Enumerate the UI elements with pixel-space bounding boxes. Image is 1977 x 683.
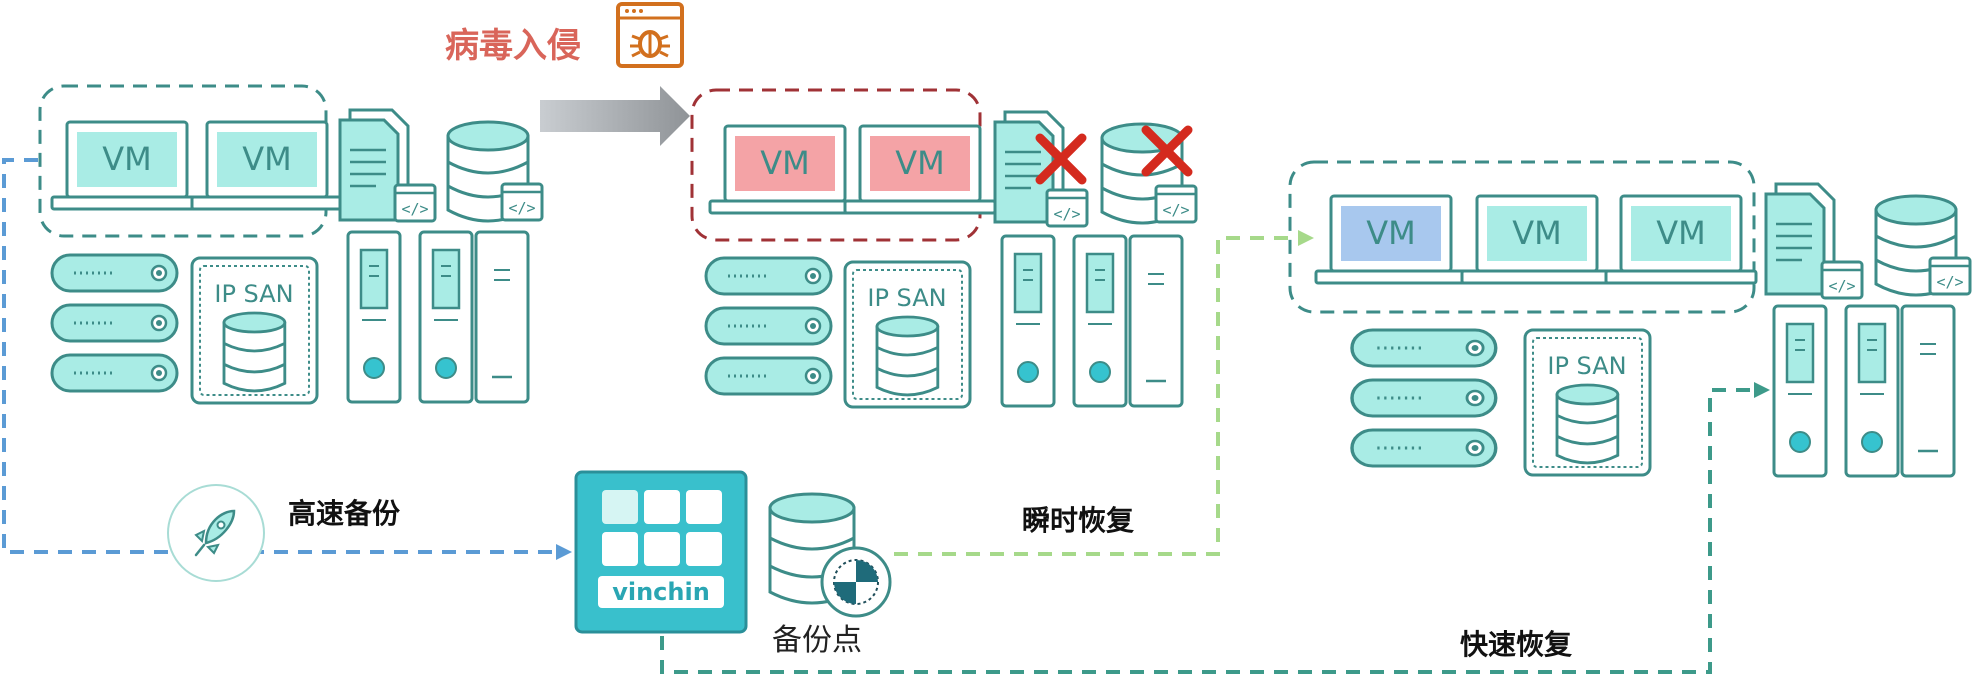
vm-label: VM <box>102 140 152 178</box>
restored-vm-frame <box>1288 160 1756 314</box>
vm-label: VM <box>895 144 945 182</box>
tower-servers <box>346 230 530 404</box>
backup-label: 高速备份 <box>288 497 400 530</box>
fast-recovery-flow: 快速恢复 <box>660 382 1770 674</box>
instant-recovery-label: 瞬时恢复 <box>1022 504 1134 537</box>
fast-recovery-label: 快速恢复 <box>1460 628 1572 661</box>
rocket-icon <box>167 484 265 582</box>
group-restored: VM VM VM IP SAN <box>1288 160 1972 478</box>
ip-san-label: IP SAN <box>867 284 946 312</box>
vm-label: VM <box>760 144 810 182</box>
document-code-icon <box>338 108 437 223</box>
vm-laptop: VM <box>50 120 204 211</box>
tower-servers <box>1000 234 1184 408</box>
ip-san: IP SAN <box>190 256 319 405</box>
ip-san: IP SAN <box>1523 328 1652 477</box>
tower-servers <box>1772 304 1956 478</box>
vinchin-logo: vinchin <box>612 578 710 606</box>
document-code-icon <box>1764 182 1864 300</box>
rack-server <box>704 256 833 396</box>
vm-laptop-infected: VM <box>708 124 862 215</box>
backup-flow: 高速备份 <box>2 158 572 582</box>
database-code-icon <box>1874 194 1972 297</box>
rack-server <box>1350 328 1498 468</box>
vinchin-appliance: vinchin <box>574 470 748 634</box>
vm-laptop: VM <box>1460 194 1614 285</box>
backup-point-label: 备份点 <box>772 623 862 658</box>
ip-san-label: IP SAN <box>1547 352 1626 380</box>
bug-window-icon <box>616 2 684 68</box>
backup-point: 备份点 <box>768 492 892 658</box>
vm-laptop: VM <box>1604 194 1758 285</box>
vm-label: VM <box>242 140 292 178</box>
instant-recovery-flow: 瞬时恢复 <box>894 230 1314 556</box>
ip-san-label: IP SAN <box>214 280 293 308</box>
database-code-icon <box>446 120 544 223</box>
vm-laptop-infected: VM <box>843 124 997 215</box>
ip-san: IP SAN <box>843 260 972 409</box>
shield-disk-icon <box>820 546 892 618</box>
group-infected: VM VM IP SAN <box>690 88 1198 409</box>
vm-laptop-restored: VM <box>1314 194 1468 285</box>
virus-label: 病毒入侵 <box>445 26 581 66</box>
rack-server <box>50 253 179 393</box>
vm-laptop: VM <box>190 120 344 211</box>
attack-arrow <box>540 86 690 146</box>
vm-label: VM <box>1656 214 1706 252</box>
group-original: VM VM IP SAN <box>38 84 544 405</box>
vm-label: VM <box>1366 214 1416 252</box>
virus-attack: 病毒入侵 <box>445 2 690 146</box>
vm-label: VM <box>1512 214 1562 252</box>
